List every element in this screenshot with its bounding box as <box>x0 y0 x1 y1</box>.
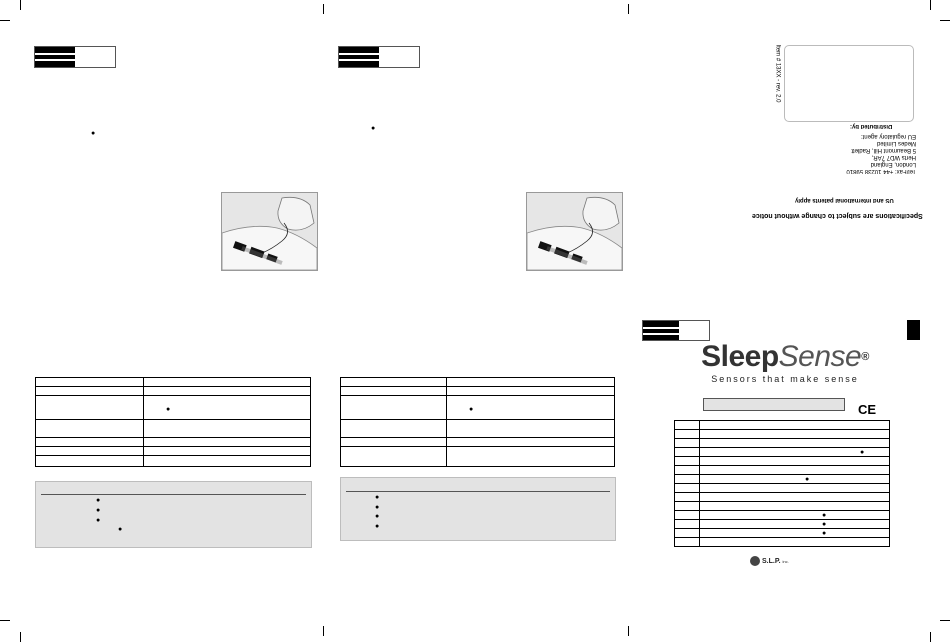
flag-stripes-icon <box>339 47 379 67</box>
panel1-language-flag <box>34 46 116 68</box>
table-row <box>35 446 311 456</box>
panel1-illustration <box>221 192 318 271</box>
table-row: ● <box>674 528 890 538</box>
item-code: Item # 13XX - rev. 2.0 <box>774 44 781 103</box>
panel2-language-flag <box>338 46 420 68</box>
table-row <box>35 455 311 467</box>
table-row <box>674 420 890 430</box>
eu-agent-line: Medes Limited <box>876 140 916 146</box>
distributed-by-label: Distributed by: <box>850 123 893 129</box>
notes-bullet-2: ● <box>96 507 101 514</box>
table-row <box>674 537 890 547</box>
logo-tagline: Sensors that make sense <box>711 374 859 384</box>
eu-agent-line: Herts WD7 7AR, <box>871 154 916 160</box>
table-row <box>674 465 890 475</box>
table-bullet-dot: ● <box>805 476 810 483</box>
eu-agent-line: 5 Beaumont Hill, Radlett <box>851 147 916 153</box>
crop-mark-top-mid1 <box>323 4 324 14</box>
panel1-spec-table: ● <box>35 377 311 467</box>
notes-rule <box>346 491 610 492</box>
slp-brand: S.L.P. <box>762 557 781 565</box>
notes-rule <box>41 494 306 495</box>
table-bullet-dot: ● <box>822 512 827 519</box>
product-title-bar <box>703 398 845 411</box>
crop-mark-right-top <box>940 20 950 21</box>
table-row <box>340 437 615 447</box>
notes-bullet-1: ● <box>96 497 101 504</box>
table-bullet-dot: ● <box>469 406 474 413</box>
slp-brand-mark: S.L.P. inc. <box>750 556 789 566</box>
edge-tab <box>907 320 920 340</box>
table-row <box>340 419 615 438</box>
flag-stripes-icon <box>643 321 683 340</box>
panel3-language-flag <box>642 320 710 341</box>
table-bullet-dot: ● <box>166 406 171 413</box>
crop-mark-top-right <box>930 0 931 10</box>
panel1-notes-box: ● ● ● ● <box>35 481 312 548</box>
slp-logo-icon <box>750 556 760 566</box>
sleeping-patient-icon <box>222 193 317 270</box>
table-row <box>35 377 311 387</box>
ce-mark: CE <box>858 402 877 417</box>
notes-bullet-2: ● <box>375 504 380 511</box>
sleepsense-logo: SleepSense® Sensors that make sense <box>700 340 870 385</box>
sleeping-patient-icon <box>527 193 622 270</box>
table-row <box>674 456 890 466</box>
crop-mark-bottom-mid2 <box>628 626 629 636</box>
flag-stripes-icon <box>35 47 75 67</box>
table-bullet-dot: ● <box>822 521 827 528</box>
panel2-bullet-dot: ● <box>371 125 376 132</box>
crop-mark-top-mid2 <box>628 4 629 14</box>
notes-bullet-3: ● <box>375 513 380 520</box>
table-row: ● <box>674 474 890 484</box>
table-row: ● <box>674 447 890 457</box>
crop-mark-bottom-mid1 <box>323 626 324 636</box>
table-bullet-dot: ● <box>860 449 865 456</box>
table-row <box>674 483 890 493</box>
table-row <box>674 492 890 502</box>
symbols-table: ● ● ● ● ● <box>674 420 890 547</box>
crop-mark-top-left <box>20 0 21 10</box>
table-row <box>674 438 890 448</box>
crop-mark-left-top <box>0 20 10 21</box>
panel2-illustration <box>526 192 623 271</box>
notes-bullet-4: ● <box>375 523 380 530</box>
table-row <box>674 501 890 511</box>
eu-agent-line: London, England <box>870 161 916 167</box>
registered-mark: ® <box>861 351 869 363</box>
notes-bullet-1: ● <box>375 494 380 501</box>
panel1-bullet-dot: ● <box>91 130 96 137</box>
crop-mark-bottom-left <box>20 632 21 642</box>
specs-notice: Specifications are subject to change wit… <box>752 212 923 219</box>
table-row <box>340 386 615 396</box>
slp-suffix: inc. <box>782 558 789 564</box>
table-row: ● <box>340 395 615 420</box>
eu-agent-line: EU regulatory agent: <box>860 133 916 139</box>
table-row: ● <box>674 510 890 520</box>
table-row <box>674 429 890 439</box>
table-row <box>35 437 311 447</box>
logo-sleep: Sleep <box>701 340 779 373</box>
notes-bullet-4: ● <box>118 526 123 533</box>
table-row <box>35 386 311 396</box>
crop-mark-right-bottom <box>940 620 950 621</box>
notes-bullet-3: ● <box>96 517 101 524</box>
eu-agent-block: Tel/Fax: +44 10238 59810 London, England… <box>846 132 916 174</box>
distributor-box <box>784 45 914 122</box>
table-row <box>35 419 311 438</box>
table-row <box>340 377 615 387</box>
crop-mark-bottom-right <box>930 632 931 642</box>
table-row <box>340 446 615 467</box>
panel2-spec-table: ● <box>340 377 615 467</box>
panel2-notes-box: ● ● ● ● <box>340 477 616 541</box>
eu-agent-line: Tel/Fax: +44 10238 59810 <box>846 168 916 174</box>
logo-sense: Sense <box>778 340 862 373</box>
table-row: ● <box>35 395 311 420</box>
table-row: ● <box>674 519 890 529</box>
patents-notice: US and international patents apply <box>795 197 894 203</box>
table-bullet-dot: ● <box>822 530 827 537</box>
crop-mark-left-bottom <box>0 620 10 621</box>
